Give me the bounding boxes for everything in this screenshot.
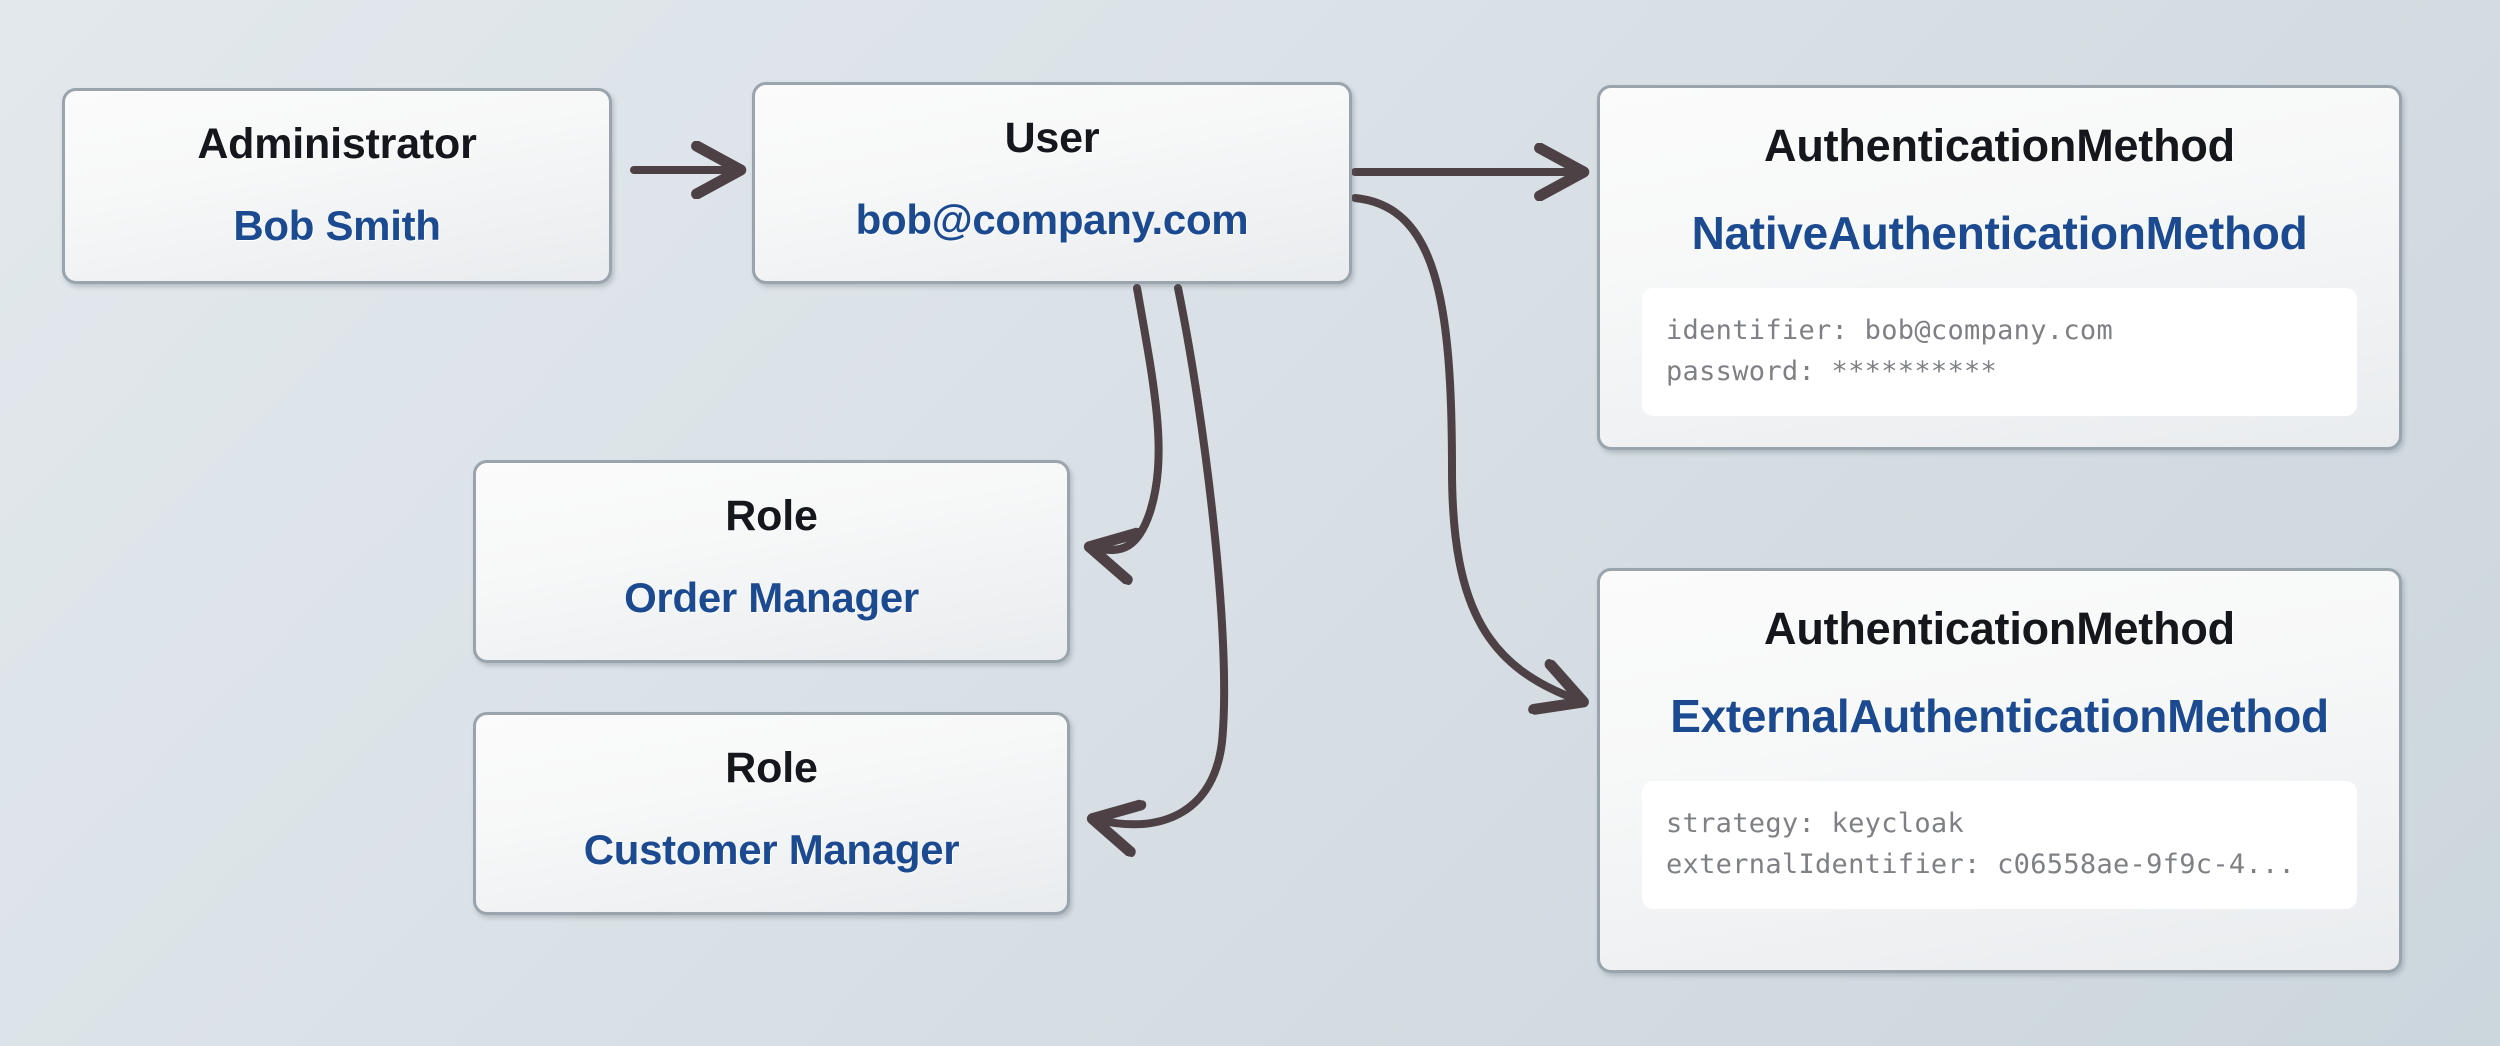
edge-user-to-role-order <box>1095 284 1163 550</box>
node-role-customer-manager[interactable]: Role Customer Manager <box>473 712 1070 915</box>
node-role-order-manager[interactable]: Role Order Manager <box>473 460 1070 663</box>
native-auth-properties-panel: identifier: bob@company.com password: **… <box>1642 288 2357 417</box>
external-auth-properties-panel: strategy: keycloak externalIdentifier: c… <box>1642 781 2357 910</box>
edge-user-to-role-customer <box>1098 284 1229 824</box>
node-external-authentication-method-name: ExternalAuthenticationMethod <box>1670 690 2329 742</box>
edge-user-to-external <box>1351 194 1578 700</box>
node-user-type: User <box>1004 114 1100 162</box>
node-role-customer-manager-type: Role <box>725 744 818 792</box>
external-auth-property-strategy: strategy: keycloak <box>1666 808 1964 839</box>
native-auth-property-password: password: ********** <box>1666 356 1998 388</box>
node-role-customer-manager-name: Customer Manager <box>583 826 960 873</box>
node-role-order-manager-type: Role <box>725 492 818 540</box>
node-role-order-manager-name: Order Manager <box>624 574 919 621</box>
node-administrator-type: Administrator <box>197 120 477 168</box>
node-user-name: bob@company.com <box>855 196 1249 243</box>
node-external-authentication-method[interactable]: AuthenticationMethod ExternalAuthenticat… <box>1597 568 2402 973</box>
node-native-authentication-method[interactable]: AuthenticationMethod NativeAuthenticatio… <box>1597 85 2402 450</box>
node-native-authentication-method-type: AuthenticationMethod <box>1764 120 2235 171</box>
node-native-authentication-method-name: NativeAuthenticationMethod <box>1691 207 2308 259</box>
node-user[interactable]: User bob@company.com <box>752 82 1352 284</box>
external-auth-property-external-identifier: externalIdentifier: c06558ae-9f9c-4... <box>1666 849 2296 881</box>
node-external-authentication-method-type: AuthenticationMethod <box>1764 603 2235 654</box>
node-administrator[interactable]: Administrator Bob Smith <box>62 88 612 284</box>
native-auth-property-identifier: identifier: bob@company.com <box>1666 315 2113 346</box>
node-administrator-name: Bob Smith <box>233 202 441 249</box>
